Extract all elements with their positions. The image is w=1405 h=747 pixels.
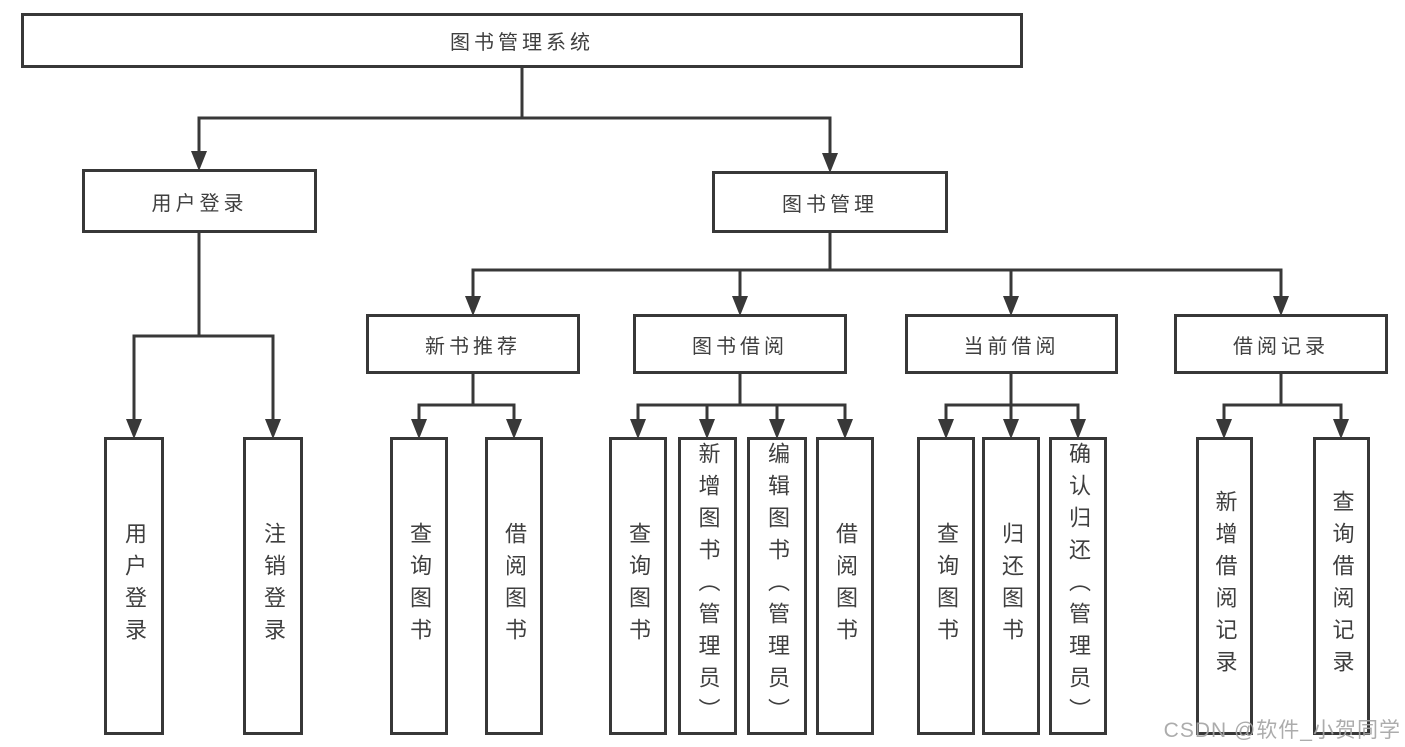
leaf-label: 借阅图书 xyxy=(833,522,858,650)
leaf-borrow-books-borrowing: 借阅图书 xyxy=(816,437,874,735)
node-book-management: 图书管理 xyxy=(712,171,948,233)
leaf-add-borrow-record: 新增借阅记录 xyxy=(1196,437,1253,735)
node-label: 图书管理 xyxy=(782,193,878,216)
leaf-return-book: 归还图书 xyxy=(982,437,1040,735)
leaf-label: 注销登录 xyxy=(261,522,286,650)
node-label: 图书管理系统 xyxy=(450,32,594,54)
node-label: 用户登录 xyxy=(151,192,248,215)
leaf-label: 查询图书 xyxy=(626,522,651,650)
leaf-query-borrow-record: 查询借阅记录 xyxy=(1313,437,1370,735)
leaf-label: 查询图书 xyxy=(934,522,959,650)
leaf-borrow-books-recommend: 借阅图书 xyxy=(485,437,543,735)
leaf-query-books-recommend: 查询图书 xyxy=(390,437,448,735)
leaf-label: 新增图书（管理员） xyxy=(695,442,721,730)
leaf-label: 查询图书 xyxy=(407,522,432,650)
leaf-logout: 注销登录 xyxy=(243,437,303,735)
node-label: 当前借阅 xyxy=(963,335,1060,358)
leaf-edit-book-admin: 编辑图书（管理员） xyxy=(747,437,807,735)
watermark: CSDN @软件_小贺同学 xyxy=(1163,719,1401,742)
leaf-label: 编辑图书（管理员） xyxy=(765,442,790,730)
leaf-label: 归还图书 xyxy=(999,522,1024,650)
node-label: 图书借阅 xyxy=(692,335,788,358)
leaf-add-book-admin: 新增图书（管理员） xyxy=(678,437,737,735)
leaf-label: 借阅图书 xyxy=(502,522,527,650)
leaf-label: 新增借阅记录 xyxy=(1212,490,1238,682)
leaf-confirm-return-admin: 确认归还（管理员） xyxy=(1049,437,1107,735)
node-label: 新书推荐 xyxy=(425,335,521,358)
leaf-query-books-borrowing: 查询图书 xyxy=(609,437,667,735)
node-library-management-system: 图书管理系统 xyxy=(21,13,1023,68)
node-book-borrowing: 图书借阅 xyxy=(633,314,847,374)
node-borrowing-records: 借阅记录 xyxy=(1174,314,1388,374)
node-new-book-recommendation: 新书推荐 xyxy=(366,314,580,374)
leaf-label: 用户登录 xyxy=(122,522,147,650)
leaf-user-login: 用户登录 xyxy=(104,437,164,735)
leaf-query-books-current: 查询图书 xyxy=(917,437,975,735)
node-current-borrowing: 当前借阅 xyxy=(905,314,1118,374)
leaf-label: 查询借阅记录 xyxy=(1329,490,1355,682)
leaf-label: 确认归还（管理员） xyxy=(1066,442,1091,730)
node-label: 借阅记录 xyxy=(1233,335,1329,358)
node-user-login: 用户登录 xyxy=(82,169,317,233)
